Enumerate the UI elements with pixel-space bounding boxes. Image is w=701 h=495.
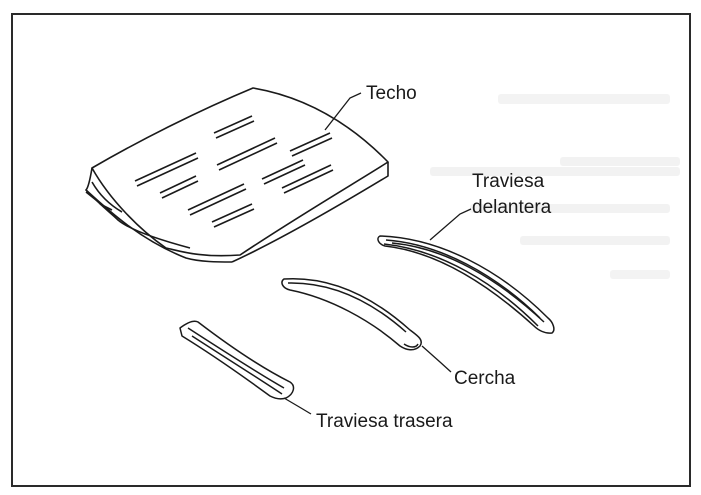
label-cercha: Cercha bbox=[454, 368, 516, 389]
roof-bow-drawing bbox=[281, 277, 422, 351]
label-techo: Techo bbox=[366, 83, 417, 104]
ghost-text bbox=[430, 94, 680, 279]
diagram-border bbox=[11, 13, 691, 487]
leader-lines bbox=[283, 92, 472, 415]
label-traviesa-delantera-line2: delantera bbox=[472, 197, 552, 218]
roof-panel-drawing bbox=[85, 87, 389, 263]
front-crossmember-drawing bbox=[377, 235, 555, 334]
label-traviesa-delantera-line1: Traviesa bbox=[472, 171, 545, 192]
leader-traviesa-delantera bbox=[429, 208, 472, 241]
rear-crossmember-drawing bbox=[179, 320, 295, 400]
leader-techo bbox=[324, 92, 362, 131]
leader-cercha bbox=[421, 345, 452, 373]
leader-traviesa-trasera bbox=[283, 397, 312, 415]
label-traviesa-trasera: Traviesa trasera bbox=[316, 411, 453, 432]
